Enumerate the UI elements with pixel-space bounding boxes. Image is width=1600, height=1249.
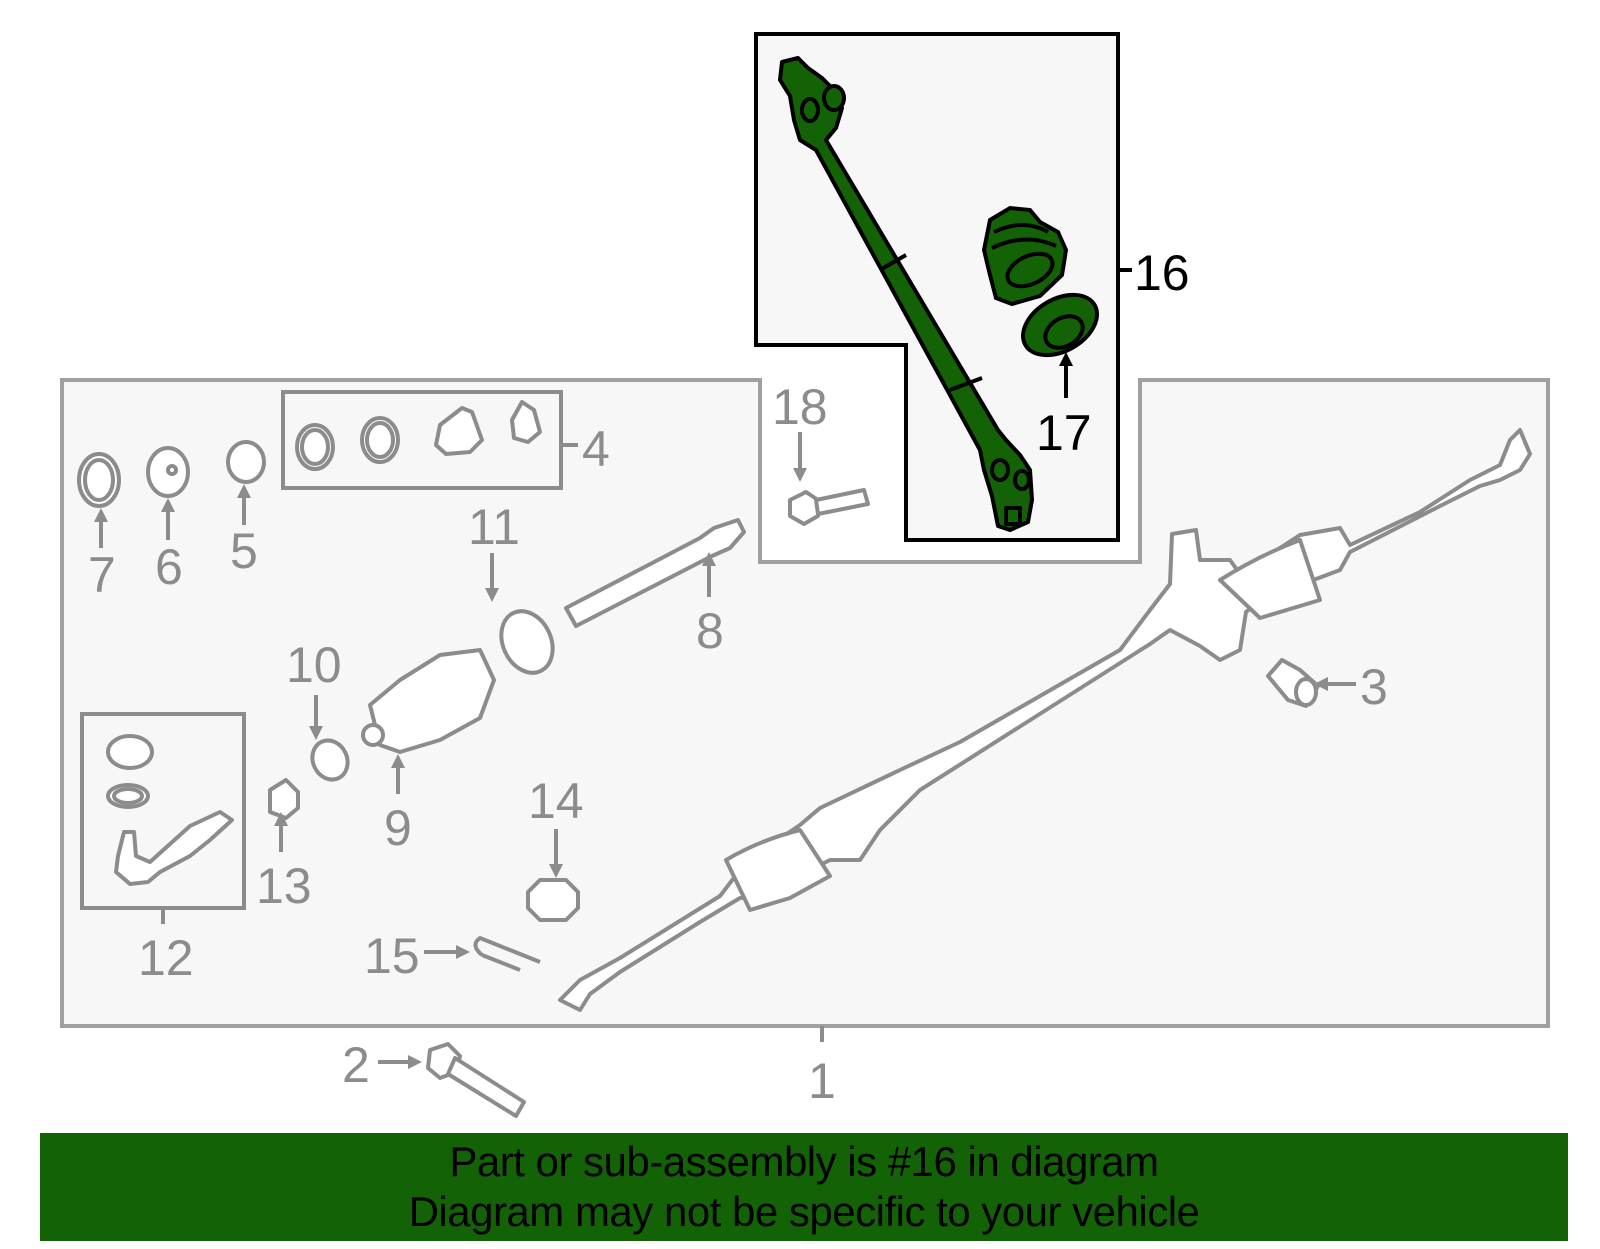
callout-14[interactable]: 14: [528, 773, 584, 829]
boot-clamp-10-icon[interactable]: [306, 735, 354, 786]
info-banner: Part or sub-assembly is #16 in diagram D…: [40, 1133, 1568, 1241]
intermediate-shaft-icon[interactable]: [778, 56, 1034, 532]
inner-tie-rod-8-icon[interactable]: [564, 518, 746, 628]
callout-13[interactable]: 13: [256, 858, 312, 914]
seal-kit-box: [281, 390, 563, 490]
banner-line-disclaimer: Diagram may not be specific to your vehi…: [408, 1188, 1200, 1235]
callout-17[interactable]: 17: [1036, 405, 1092, 461]
callout-9[interactable]: 9: [384, 800, 412, 856]
nut-14-icon[interactable]: [526, 878, 580, 922]
callout-7[interactable]: 7: [88, 547, 116, 603]
callout-16[interactable]: 16: [1134, 245, 1190, 301]
intermediate-shaft-panel: [754, 32, 1120, 542]
bushing-5-icon[interactable]: [226, 440, 266, 484]
callout-4[interactable]: 4: [582, 421, 610, 477]
shaft-seal-icon[interactable]: [1012, 282, 1107, 367]
outer-tie-rod-end-12-icon[interactable]: [114, 810, 234, 886]
shaft-boot-icon[interactable]: [981, 205, 1069, 307]
rack-boot-9-icon[interactable]: [368, 648, 496, 754]
dust-boot-12-icon[interactable]: [106, 734, 154, 770]
bolt-18-icon[interactable]: [788, 490, 820, 526]
callout-2[interactable]: 2: [342, 1037, 370, 1093]
callout-12[interactable]: 12: [138, 930, 194, 986]
callout-3[interactable]: 3: [1360, 659, 1388, 715]
cotter-pin-15-icon[interactable]: [473, 936, 541, 972]
callout-5[interactable]: 5: [230, 523, 258, 579]
callout-8[interactable]: 8: [696, 603, 724, 659]
banner-line-part: Part or sub-assembly is #16 in diagram: [449, 1138, 1159, 1185]
callout-18[interactable]: 18: [772, 379, 828, 435]
callout-6[interactable]: 6: [155, 539, 183, 595]
callout-11[interactable]: 11: [468, 499, 520, 555]
callout-10[interactable]: 10: [286, 637, 342, 693]
boot-clamp-11-icon[interactable]: [492, 603, 563, 681]
nut-13-icon[interactable]: [268, 778, 300, 820]
callout-1[interactable]: 1: [808, 1053, 836, 1109]
seal-kit-4-mount-icon[interactable]: [434, 406, 484, 456]
seal-kit-4-insulator-icon[interactable]: [510, 400, 542, 444]
callout-15[interactable]: 15: [364, 928, 420, 984]
